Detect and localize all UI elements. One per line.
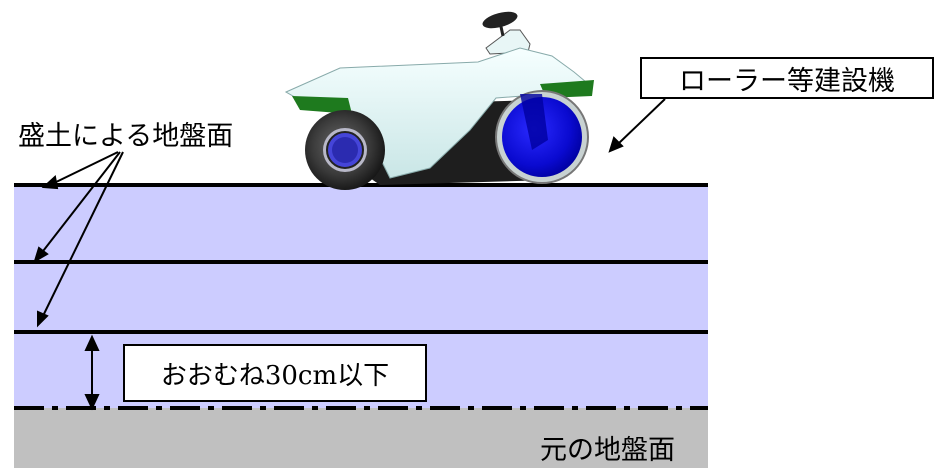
machine-arrow [608,98,666,153]
machine-label: ローラー等建設機 [640,57,934,99]
original-ground [14,408,708,468]
layer-thickness-label: おおむね30cm以下 [123,344,427,402]
thickness-arrow [84,334,100,411]
fill-surface-label: 盛土による地盤面 [18,121,234,152]
roller-compactor-icon [284,11,594,190]
original-ground-label: 元の地盤面 [540,435,675,466]
fill-surface-arrows [33,151,124,328]
